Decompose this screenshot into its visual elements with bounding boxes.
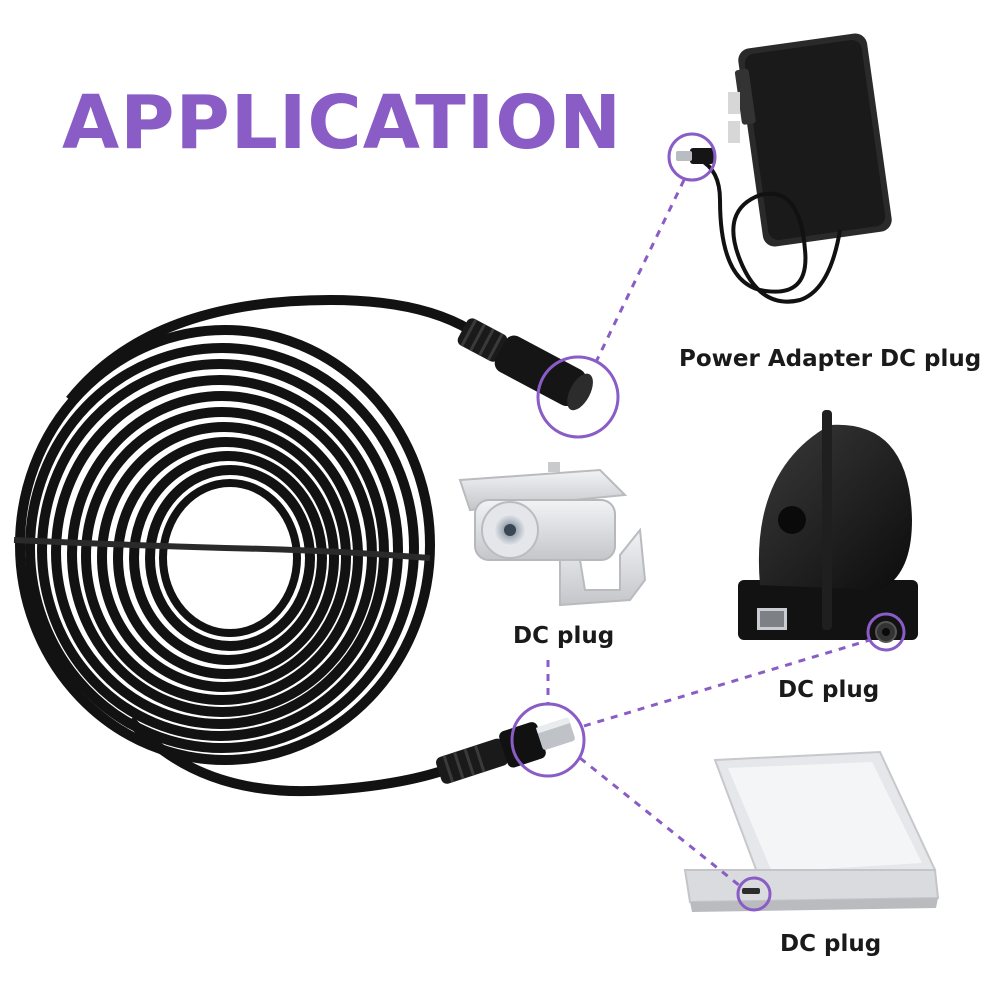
bullet-camera-label: DC plug bbox=[513, 623, 615, 649]
power-adapter-icon bbox=[676, 33, 892, 304]
female-jack-icon bbox=[457, 318, 593, 411]
bullet-camera-icon bbox=[458, 462, 647, 607]
male-plug-icon bbox=[436, 717, 575, 784]
adapter-plug-highlight bbox=[667, 132, 717, 182]
ptz-camera-label: DC plug bbox=[778, 677, 880, 703]
laptop-label: DC plug bbox=[780, 931, 882, 957]
page-title: APPLICATION bbox=[62, 80, 623, 166]
ptz-port-highlight bbox=[866, 612, 906, 652]
laptop-port-highlight bbox=[736, 876, 772, 912]
female-jack-highlight bbox=[536, 355, 620, 439]
power-adapter-label: Power Adapter DC plug bbox=[679, 346, 982, 372]
ptz-camera-icon bbox=[738, 410, 918, 643]
connector-lines bbox=[510, 132, 906, 912]
coiled-cable-icon bbox=[13, 294, 473, 797]
laptop-icon bbox=[683, 750, 940, 912]
